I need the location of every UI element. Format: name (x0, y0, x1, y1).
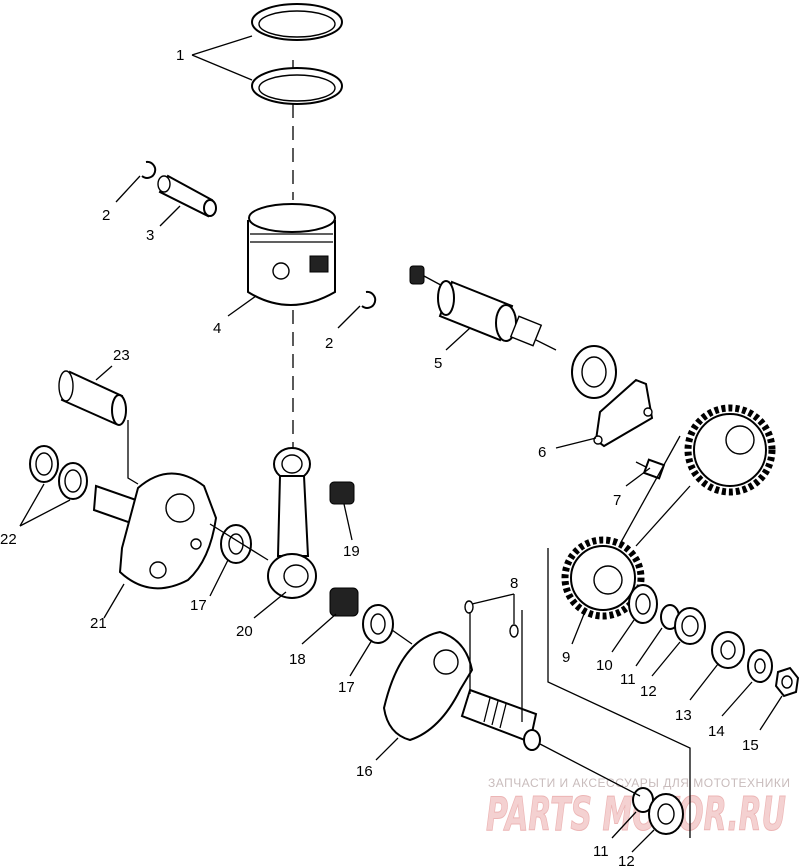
watermark-logo: PARTS MOTOR.RU (486, 787, 787, 842)
gear-washer (628, 584, 658, 624)
callout-7: 7 (613, 492, 621, 509)
callout-2-right: 2 (325, 335, 333, 352)
piston-rings (251, 3, 343, 105)
callout-numbers: 1 2 3 4 2 5 6 7 23 22 21 19 20 17 18 17 … (0, 47, 759, 868)
callout-23: 23 (113, 347, 130, 364)
small-end-bearing (329, 481, 355, 505)
crank-seals-left (29, 445, 88, 500)
callout-9: 9 (562, 649, 570, 666)
callout-22: 22 (0, 531, 17, 548)
crank-half-right (382, 630, 541, 751)
piston-pin-clip-left (141, 160, 157, 179)
callout-12-upper: 12 (640, 683, 657, 700)
washer-to-rod-line (209, 523, 269, 561)
callout-6: 6 (538, 444, 546, 461)
callout-5: 5 (434, 355, 442, 372)
crank-half-left (92, 472, 218, 590)
gear-mesh-line (635, 485, 691, 547)
callout-1: 1 (176, 47, 184, 64)
balancer-shaft (409, 265, 557, 351)
crankpin-assembly-line (127, 420, 139, 485)
callout-11-lower: 11 (593, 843, 609, 860)
large-drive-gear (684, 404, 776, 496)
callout-20: 20 (236, 623, 253, 640)
piston (247, 203, 336, 306)
watermark: ЗАПЧАСТИ И АКСЕССУАРЫ ДЛЯ МОТОТЕХНИКИ PA… (486, 776, 790, 842)
svg-text:PARTS MOTOR.RU: PARTS MOTOR.RU (486, 787, 786, 841)
callout-17-right: 17 (338, 679, 355, 696)
connecting-rod (267, 447, 317, 599)
gear-drive-line (619, 435, 681, 545)
callout-3: 3 (146, 227, 154, 244)
callout-2-top: 2 (102, 207, 110, 224)
callout-10: 10 (596, 657, 613, 674)
hex-nut (774, 666, 800, 698)
callout-18: 18 (289, 651, 306, 668)
crankshaft-bracket-line (547, 548, 691, 838)
callout-19: 19 (343, 543, 360, 560)
washer-to-crank-line (391, 629, 413, 645)
callout-16: 16 (356, 763, 373, 780)
callout-12-lower: 12 (618, 853, 635, 868)
callout-leaders (19, 35, 783, 853)
woodruff-keys (464, 600, 519, 638)
big-end-bearing (329, 587, 359, 617)
crank-seal-upper (674, 607, 706, 645)
crank-to-seal-line (539, 743, 641, 797)
thrust-washer-left (220, 524, 252, 564)
callout-4: 4 (213, 320, 221, 337)
castle-nut (711, 631, 745, 669)
callout-21: 21 (90, 615, 107, 632)
main-bearing-right (571, 345, 617, 399)
crank-seal-lower (648, 793, 684, 835)
crankpin (58, 370, 127, 426)
callout-14: 14 (708, 723, 725, 740)
callout-15: 15 (742, 737, 759, 754)
callout-13: 13 (675, 707, 692, 724)
callout-11-upper: 11 (620, 671, 636, 688)
piston-pin (157, 174, 217, 218)
lock-washer (747, 649, 773, 683)
callout-8: 8 (510, 575, 518, 592)
thrust-washer-right (362, 604, 394, 644)
watermark-tagline: ЗАПЧАСТИ И АКСЕССУАРЫ ДЛЯ МОТОТЕХНИКИ (488, 776, 790, 790)
piston-pin-clip-right (361, 290, 377, 309)
callout-17-left: 17 (190, 597, 207, 614)
crank-gear (561, 536, 645, 620)
